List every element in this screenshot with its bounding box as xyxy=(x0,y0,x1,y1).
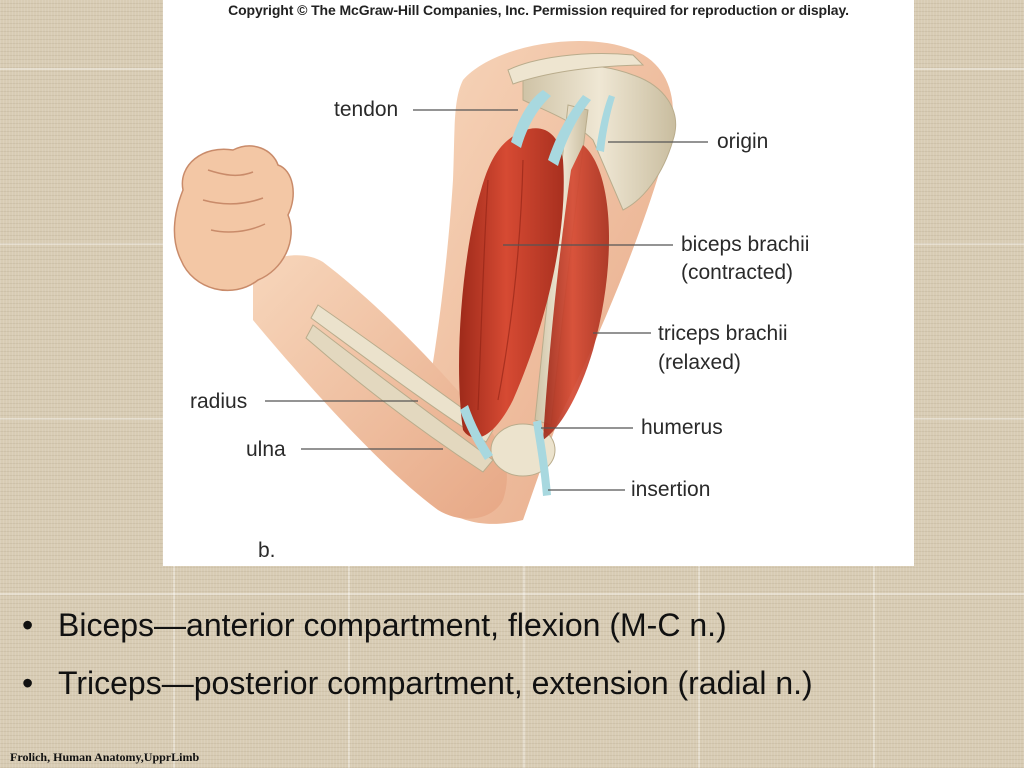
clavicle xyxy=(507,53,645,85)
leader-lines xyxy=(265,109,708,491)
label-humerus: humerus xyxy=(641,416,723,439)
footer-credit: Frolich, Human Anatomy,UpprLimb xyxy=(10,750,200,764)
label-origin: origin xyxy=(717,130,769,153)
label-ulna: ulna xyxy=(246,438,286,461)
label-tendon: tendon xyxy=(334,98,399,121)
triceps-origin-tendon xyxy=(596,95,615,152)
bullet-text: Triceps—posterior compartment, extension… xyxy=(58,665,813,701)
ulna-bone xyxy=(305,324,494,473)
bullet-list: • Biceps—anterior compartment, flexion (M… xyxy=(22,596,1012,712)
triceps-insertion-tendon xyxy=(533,420,551,496)
label-triceps-line2: (relaxed) xyxy=(658,351,741,374)
label-triceps-line1: triceps brachii xyxy=(658,322,788,345)
label-insertion: insertion xyxy=(631,478,711,501)
bullet-item-triceps: • Triceps—posterior compartment, extensio… xyxy=(22,654,1012,712)
label-biceps-line1: biceps brachii xyxy=(681,233,810,256)
radius-bone xyxy=(310,304,494,443)
arm-illustration xyxy=(173,41,708,524)
anatomy-figure: Copyright © The McGraw-Hill Companies, I… xyxy=(163,0,914,566)
biceps-muscle xyxy=(459,128,564,438)
copyright-notice: Copyright © The McGraw-Hill Companies, I… xyxy=(228,2,849,18)
label-radius: radius xyxy=(190,390,248,413)
bullet-item-biceps: • Biceps—anterior compartment, flexion (M… xyxy=(22,596,1012,654)
biceps-long-tendon xyxy=(548,95,591,166)
triceps-muscle xyxy=(543,145,610,440)
bullet-dot: • xyxy=(22,607,34,643)
panel-letter: b. xyxy=(258,539,276,562)
biceps-insertion-tendon xyxy=(460,405,493,460)
label-biceps-line2: (contracted) xyxy=(681,261,794,284)
fist xyxy=(173,145,294,292)
bullet-dot: • xyxy=(22,665,34,701)
biceps-origin-tendon xyxy=(511,90,551,148)
bullet-text: Biceps—anterior compartment, flexion (M-… xyxy=(58,607,727,643)
